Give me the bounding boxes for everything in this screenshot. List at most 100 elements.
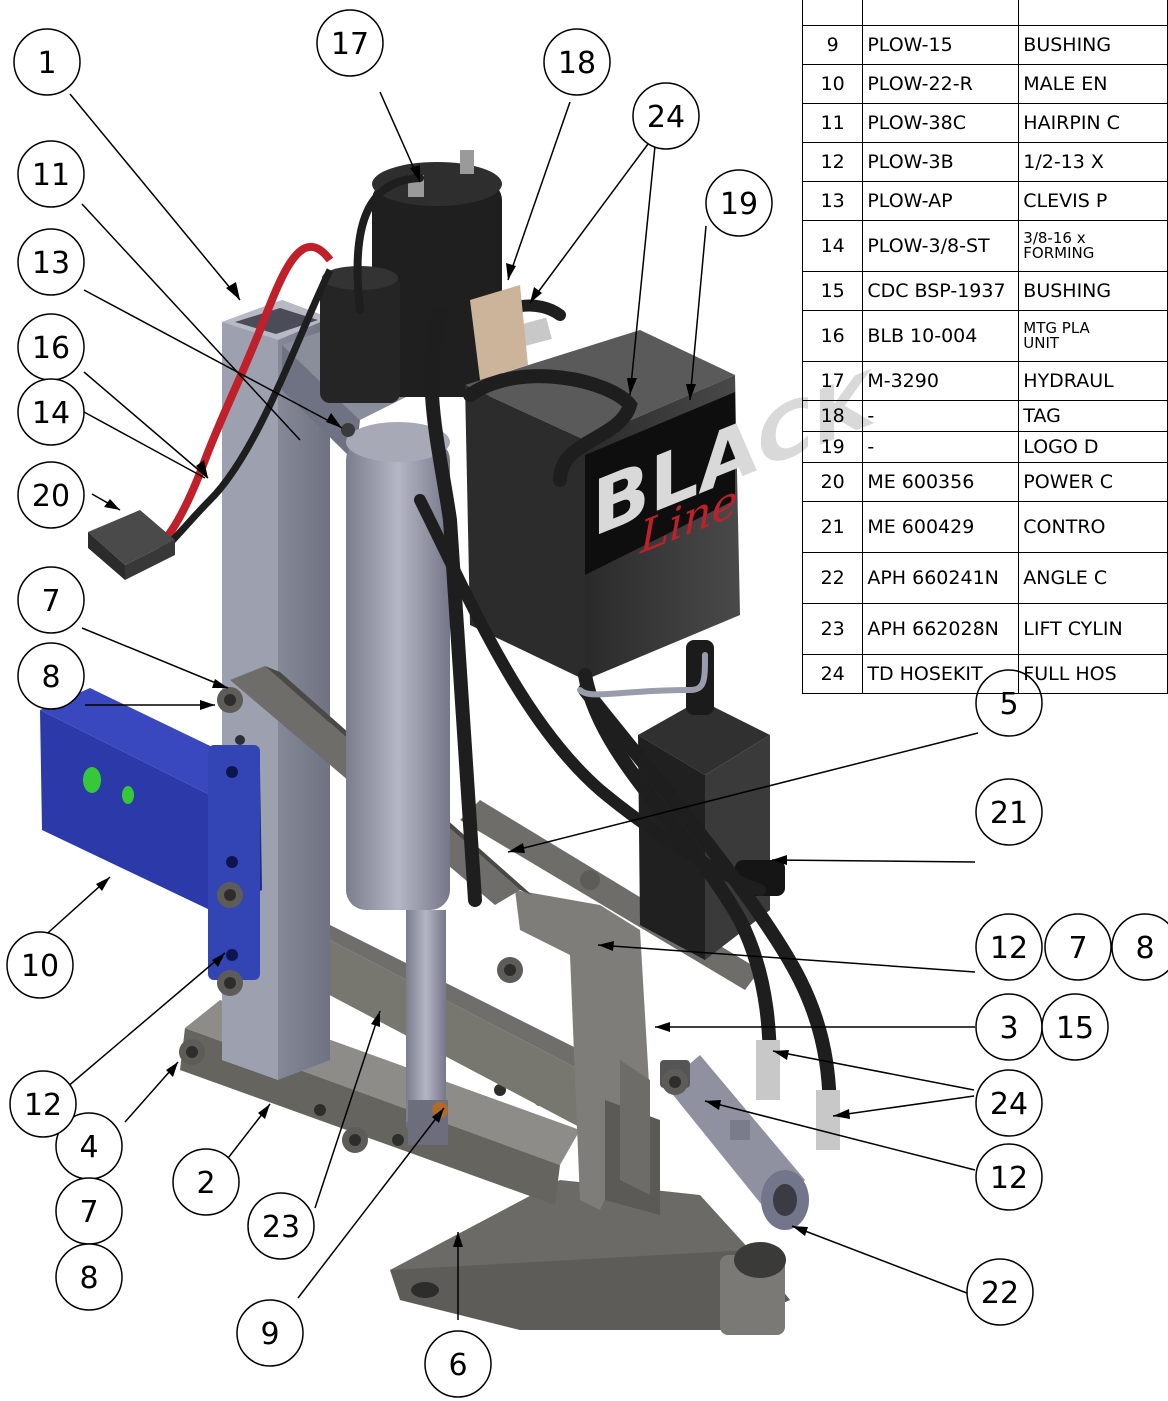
- balloon: 22: [966, 1258, 1034, 1326]
- item-number-cell: 18: [801, 400, 864, 432]
- item-number-cell: 13: [801, 181, 864, 221]
- balloon: 16: [17, 313, 85, 381]
- hitch-receiver: [40, 688, 262, 980]
- balloon: 17: [316, 9, 384, 77]
- description-cell: FULL HOS: [1018, 654, 1168, 694]
- part-number-cell: PLOW-38C: [862, 103, 1020, 143]
- part-number-cell: BLB 10-004: [862, 310, 1020, 362]
- upper-clevis-arm-side: [282, 345, 360, 462]
- part-number-cell: APH 660241N: [862, 552, 1020, 604]
- svg-text:10: 10: [21, 949, 59, 984]
- svg-text:16: 16: [32, 331, 70, 366]
- balloon: 8: [1111, 913, 1168, 981]
- svg-text:4: 4: [79, 1130, 98, 1165]
- part-number-cell: PLOW-3/8-ST: [862, 220, 1020, 272]
- description-cell: [1018, 0, 1168, 26]
- balloon: 7: [1044, 913, 1112, 981]
- rear-beam: [320, 925, 600, 1075]
- balloon: 1: [13, 28, 81, 96]
- item-number-cell: 16: [801, 310, 864, 362]
- svg-text:8: 8: [79, 1261, 98, 1296]
- svg-text:3: 3: [999, 1011, 1018, 1046]
- item-number-cell: 10: [801, 64, 864, 104]
- item-number-cell: 12: [801, 142, 864, 182]
- item-number-cell: [801, 0, 864, 26]
- svg-text:7: 7: [1068, 931, 1087, 966]
- svg-text:18: 18: [558, 46, 596, 81]
- part-number-cell: M-3290: [862, 361, 1020, 401]
- part-number-cell: ME 600429: [862, 501, 1020, 553]
- svg-text:8: 8: [41, 660, 60, 695]
- balloon: 7: [55, 1177, 123, 1245]
- swing-arm-bracket: [515, 890, 660, 1215]
- svg-text:24: 24: [990, 1087, 1028, 1122]
- item-balloons: 1 17 18 24 11 19 13 16 14 20 7 8 5 21 12…: [6, 9, 1168, 1398]
- svg-text:11: 11: [32, 158, 70, 193]
- svg-text:19: 19: [720, 187, 758, 222]
- balloon: 11: [17, 140, 85, 208]
- description-cell: LIFT CYLIN: [1018, 603, 1168, 655]
- balloon: 24: [632, 82, 700, 150]
- svg-text:5: 5: [999, 687, 1018, 722]
- item-number-cell: 9: [801, 25, 864, 65]
- description-cell: ANGLE C: [1018, 552, 1168, 604]
- item-number-cell: 22: [801, 552, 864, 604]
- balloon: 12: [975, 913, 1043, 981]
- reservoir-box: [465, 330, 740, 680]
- balloon: 14: [17, 378, 85, 446]
- angle-cylinder: [660, 1055, 809, 1230]
- svg-text:2: 2: [196, 1166, 215, 1201]
- svg-text:13: 13: [32, 246, 70, 281]
- svg-text:22: 22: [981, 1276, 1019, 1311]
- hydraulic-power-unit: [320, 150, 502, 403]
- rear-beam-side: [320, 935, 590, 1130]
- balloon: 21: [975, 778, 1043, 846]
- description-cell: 1/2-13 X: [1018, 142, 1168, 182]
- part-number-cell: APH 662028N: [862, 603, 1020, 655]
- part-number-cell: PLOW-AP: [862, 181, 1020, 221]
- description-cell: HYDRAUL: [1018, 361, 1168, 401]
- part-number-cell: PLOW-3B: [862, 142, 1020, 182]
- svg-text:15: 15: [1056, 1011, 1094, 1046]
- balloon: 8: [55, 1243, 123, 1311]
- svg-text:21: 21: [990, 796, 1028, 831]
- svg-text:1: 1: [37, 46, 56, 81]
- item-number-cell: 20: [801, 462, 864, 502]
- leader-lines: [39, 91, 979, 1320]
- svg-text:7: 7: [41, 584, 60, 619]
- balloon: 12: [975, 1143, 1043, 1211]
- svg-text:6: 6: [448, 1348, 467, 1383]
- description-text: MTG PLA UNIT: [1023, 319, 1090, 352]
- svg-text:14: 14: [32, 396, 70, 431]
- balloon: 6: [424, 1330, 492, 1398]
- svg-text:12: 12: [990, 931, 1028, 966]
- bolts: [179, 423, 688, 1292]
- balloon: 19: [705, 169, 773, 237]
- description-cell: BUSHING: [1018, 271, 1168, 311]
- description-cell: HAIRPIN C: [1018, 103, 1168, 143]
- balloon: 18: [543, 28, 611, 96]
- balloon: 20: [17, 461, 85, 529]
- svg-text:9: 9: [260, 1317, 279, 1352]
- balloon: 8: [17, 642, 85, 710]
- balloon: 3: [975, 993, 1043, 1061]
- power-connector: [88, 510, 175, 580]
- svg-text:12: 12: [24, 1088, 62, 1123]
- balloon: 10: [6, 931, 74, 999]
- part-number-cell: -: [862, 400, 1020, 432]
- description-text: 3/8-16 x FORMING: [1023, 229, 1095, 262]
